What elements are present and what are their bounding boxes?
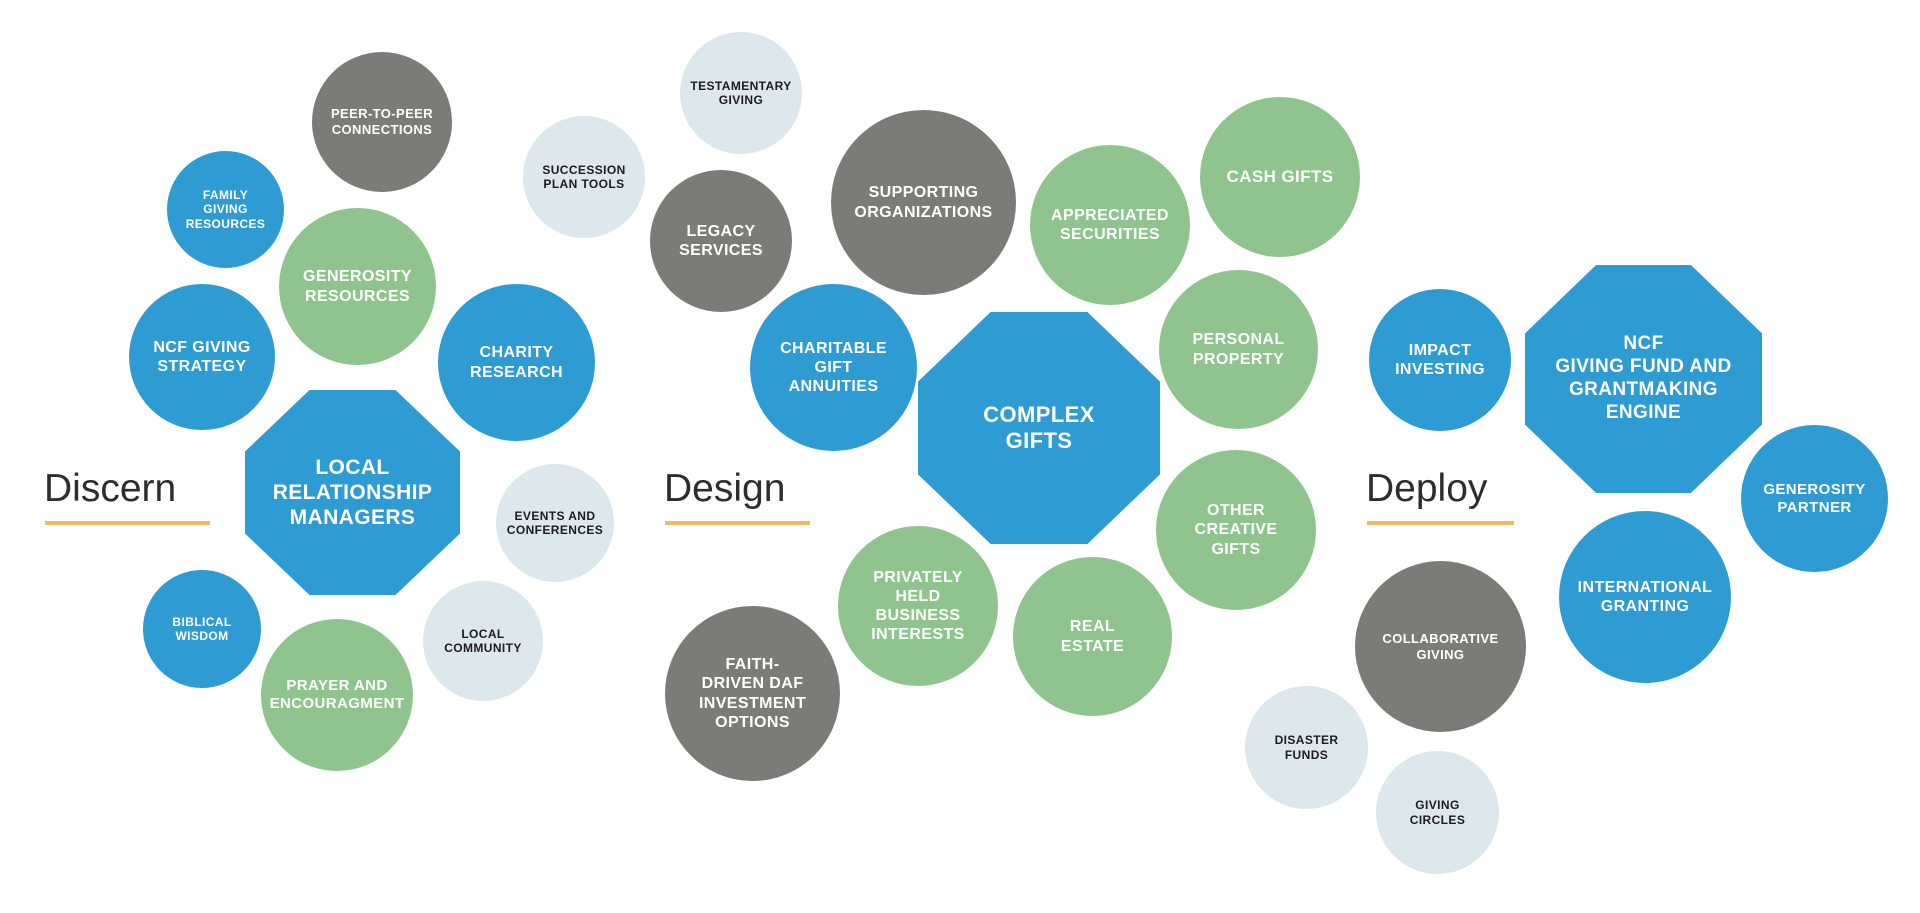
node-supporting-organizations: SUPPORTING ORGANIZATIONS — [831, 110, 1016, 295]
node-real-estate: REAL ESTATE — [1013, 557, 1172, 716]
node-other-creative-gifts: OTHER CREATIVE GIFTS — [1156, 450, 1316, 610]
node-personal-property: PERSONAL PROPERTY — [1159, 270, 1318, 429]
node-events-and-conferences: EVENTS AND CONFERENCES — [496, 464, 614, 582]
node-local-relationship-managers: LOCAL RELATIONSHIP MANAGERS — [245, 390, 460, 595]
phase-underline-design — [665, 521, 810, 525]
node-collaborative-giving: COLLABORATIVE GIVING — [1355, 561, 1526, 732]
node-disaster-funds: DISASTER FUNDS — [1245, 686, 1368, 809]
node-peer-to-peer-connections: PEER-TO-PEER CONNECTIONS — [312, 52, 452, 192]
node-appreciated-securities: APPRECIATED SECURITIES — [1030, 145, 1190, 305]
node-prayer-and-encouragement: PRAYER AND ENCOURAGMENT — [261, 619, 413, 771]
node-generosity-resources: GENEROSITY RESOURCES — [279, 208, 436, 365]
node-charitable-gift-annuities: CHARITABLE GIFT ANNUITIES — [750, 284, 917, 451]
node-local-community: LOCAL COMMUNITY — [423, 581, 543, 701]
phase-underline-discern — [45, 521, 210, 525]
phase-label-discern: Discern — [44, 467, 177, 510]
node-testamentary-giving: TESTAMENTARY GIVING — [680, 32, 802, 154]
node-ncf-giving-fund-and-grantmaking-engine: NCF GIVING FUND AND GRANTMAKING ENGINE — [1525, 265, 1762, 493]
node-impact-investing: IMPACT INVESTING — [1369, 289, 1511, 431]
node-family-giving-resources: FAMILY GIVING RESOURCES — [167, 151, 284, 268]
node-faith-driven-daf-investment-options: FAITH- DRIVEN DAF INVESTMENT OPTIONS — [665, 606, 840, 781]
node-legacy-services: LEGACY SERVICES — [650, 170, 792, 312]
node-succession-plan-tools: SUCCESSION PLAN TOOLS — [523, 116, 645, 238]
node-biblical-wisdom: BIBLICAL WISDOM — [143, 570, 261, 688]
node-charity-research: CHARITY RESEARCH — [438, 284, 595, 441]
phase-underline-deploy — [1367, 521, 1514, 525]
node-giving-circles: GIVING CIRCLES — [1376, 751, 1499, 874]
node-cash-gifts: CASH GIFTS — [1200, 97, 1360, 257]
node-international-granting: INTERNATIONAL GRANTING — [1559, 511, 1731, 683]
node-generosity-partner: GENEROSITY PARTNER — [1741, 425, 1888, 572]
node-complex-gifts: COMPLEX GIFTS — [918, 312, 1160, 544]
phase-label-deploy: Deploy — [1366, 467, 1488, 510]
node-privately-held-business-interests: PRIVATELY HELD BUSINESS INTERESTS — [838, 526, 998, 686]
phase-label-design: Design — [664, 467, 786, 510]
node-ncf-giving-strategy: NCF GIVING STRATEGY — [129, 284, 275, 430]
